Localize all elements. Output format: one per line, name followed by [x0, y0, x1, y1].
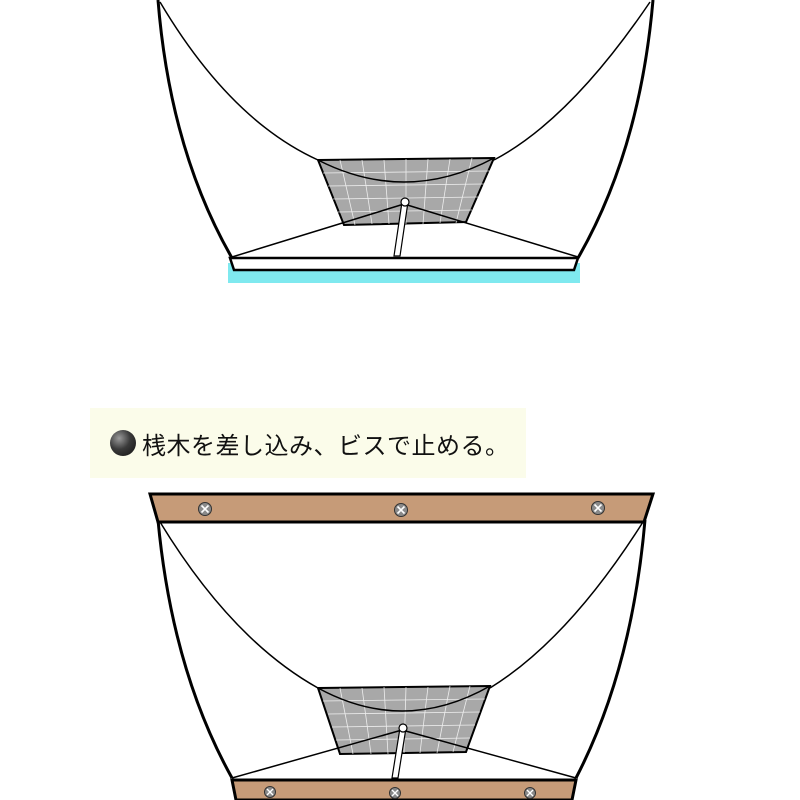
strap-left	[231, 729, 403, 779]
center-rod	[393, 197, 410, 257]
net-curve-right	[493, 1, 651, 161]
black-circle-icon	[110, 430, 136, 456]
strap-right	[403, 203, 579, 258]
frame-diagram-after	[148, 492, 656, 800]
step-caption: 桟木を差し込み、ビスで止める。	[90, 408, 526, 478]
center-rod	[391, 723, 408, 779]
step-instruction: 桟木を差し込み、ビスで止める。	[142, 431, 510, 460]
screw-icon	[524, 787, 536, 799]
net-panel	[316, 156, 496, 227]
screw-icon	[394, 503, 408, 517]
frame-left-arm	[156, 519, 234, 779]
frame-right-arm	[574, 519, 647, 779]
net-curve-left	[159, 521, 319, 689]
net-curve-right	[489, 521, 644, 689]
frame-left-arm	[156, 0, 234, 259]
bottom-plate	[228, 256, 580, 272]
screw-icon	[198, 502, 212, 516]
screw-icon	[591, 501, 605, 515]
net-panel	[316, 684, 492, 756]
screw-icon	[389, 787, 401, 799]
net-curve-left	[159, 1, 319, 161]
frame-right-arm	[576, 0, 655, 259]
strap-right	[401, 729, 577, 779]
bottom-lumber-bar	[230, 778, 578, 800]
strap-left	[231, 203, 405, 258]
screw-icon	[264, 786, 276, 798]
frame-diagram-before	[156, 0, 655, 283]
